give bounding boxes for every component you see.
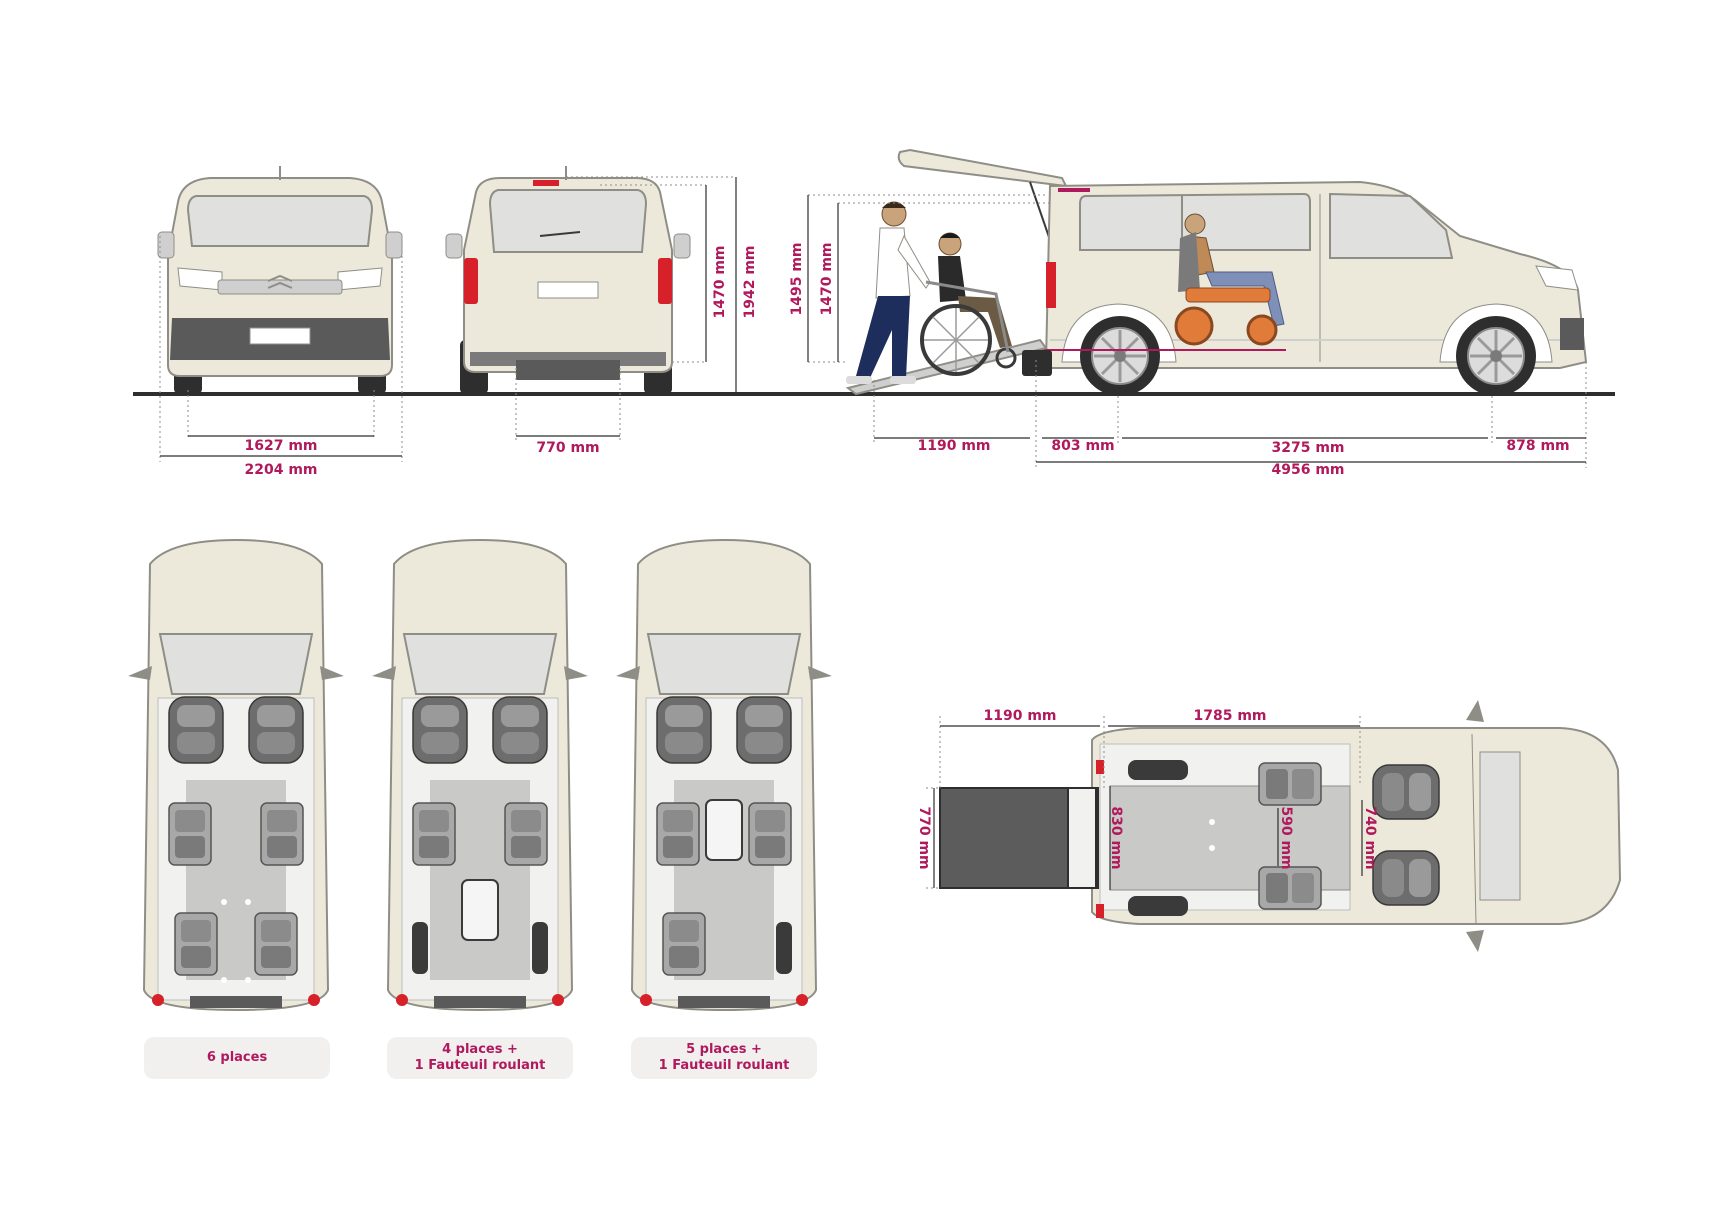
rear-view-van — [445, 166, 691, 394]
layout-caption-5-places-wheelchair: 5 places + 1 Fauteuil roulant — [631, 1037, 817, 1079]
rear-height-1470-dimension: 1470 mm — [712, 245, 728, 318]
plan-view-van-with-ramp — [939, 700, 1622, 952]
plan-floor-740-dimension: 740 mm — [1362, 806, 1378, 869]
plan-floor-590-dimension: 590 mm — [1278, 806, 1294, 869]
plan-floor-830-dimension: 830 mm — [1108, 806, 1124, 869]
side-height-1470-dimension: 1470 mm — [819, 242, 835, 315]
rear-step-dimension: 770 mm — [536, 440, 599, 456]
layout-6-places-van — [128, 538, 344, 1012]
rear-height-1942-dimension: 1942 mm — [742, 245, 758, 318]
layout-5-places-wheelchair-van — [616, 538, 832, 1012]
layout-caption-6-places: 6 places — [144, 1037, 330, 1079]
plan-floor-length-dimension: 1785 mm — [1193, 708, 1266, 724]
plan-ramp-length-dimension: 1190 mm — [983, 708, 1056, 724]
front-width-dimension: 2204 mm — [244, 462, 317, 478]
side-front-overhang-dimension: 803 mm — [1051, 438, 1114, 454]
side-wheelbase-dimension: 3275 mm — [1271, 440, 1344, 456]
layout-caption-4-places-wheelchair: 4 places + 1 Fauteuil roulant — [387, 1037, 573, 1079]
layout-4-places-wheelchair-van — [372, 538, 588, 1012]
layout-caption-line1: 6 places — [206, 1050, 268, 1065]
side-view-van — [845, 148, 1588, 398]
layout-caption-line1: 5 places + — [686, 1042, 762, 1057]
side-rear-overhang-dimension: 878 mm — [1506, 438, 1569, 454]
front-view-van — [157, 166, 403, 394]
layout-caption-line2: 1 Fauteuil roulant — [414, 1058, 546, 1073]
front-track-dimension: 1627 mm — [244, 438, 317, 454]
plan-ramp-width-dimension: 770 mm — [916, 806, 932, 869]
layout-caption-line1: 4 places + — [442, 1042, 518, 1057]
side-height-1495-dimension: 1495 mm — [789, 242, 805, 315]
layout-caption-line2: 1 Fauteuil roulant — [658, 1058, 790, 1073]
side-ramp-dimension: 1190 mm — [917, 438, 990, 454]
side-length-dimension: 4956 mm — [1271, 462, 1344, 478]
